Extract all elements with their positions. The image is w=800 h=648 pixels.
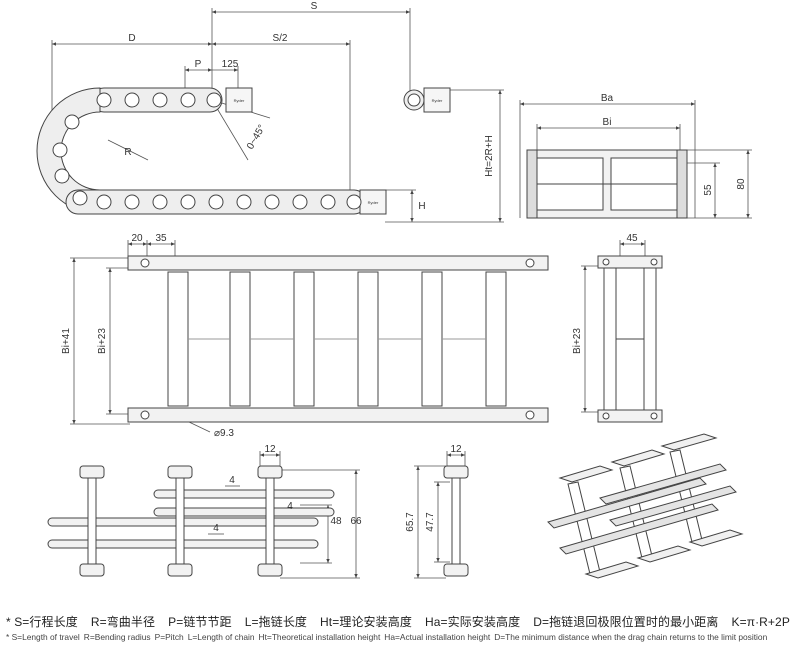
dim-angle: 0~45°: [245, 123, 268, 151]
legend-cn-item: * S=行程长度: [6, 615, 78, 629]
dim-45: 45: [626, 233, 638, 244]
top-view-frame: [127, 255, 549, 423]
dim-s-half: S/2: [272, 33, 287, 44]
legend-cn-item: R=弯曲半径: [90, 615, 156, 629]
dim-4b: 4: [287, 501, 293, 512]
dim-80: 80: [736, 178, 747, 190]
dim-66: 66: [350, 516, 362, 527]
dim-35: 35: [155, 233, 167, 244]
bracket-label-moving: Ryder: [368, 200, 379, 205]
legend-en-item: R=Bending radius: [83, 632, 151, 642]
dim-12-link: 12: [450, 444, 462, 455]
dim-h: H: [418, 201, 425, 212]
dim-bi23: Bi+23: [97, 328, 108, 354]
dim-hole: ⌀9.3: [214, 428, 234, 439]
dim-20: 20: [131, 233, 143, 244]
bracket-label-end: Ryder: [432, 98, 443, 103]
legend-en-item: D=The minimum distance when the drag cha…: [494, 632, 768, 642]
legend-cn-item: P=链节节距: [168, 615, 232, 629]
legend-cn-item: Ht=理论安装高度: [320, 615, 412, 629]
legend-en-item: L=Length of chain: [187, 632, 255, 642]
link-view: [414, 451, 466, 579]
isometric-view: [547, 433, 744, 579]
top-view: [70, 240, 211, 433]
cross-section-view: [519, 100, 752, 219]
legend-cn-item: L=拖链长度: [244, 615, 308, 629]
legend-chinese: * S=行程长度 R=弯曲半径 P=链节节距 L=拖链长度 Ht=理论安装高度 Ha=实际…: [6, 613, 796, 630]
dim-65-7: 65.7: [405, 512, 416, 532]
dim-12-rail: 12: [264, 444, 276, 455]
legend-en-item: Ha=Actual installation height: [384, 632, 491, 642]
legend-en-item: Ht=Theoretical installation height: [258, 632, 381, 642]
end-view-labels: 45 Bi+23: [572, 233, 638, 354]
cross-section-shape: [526, 149, 688, 219]
dim-47-7: 47.7: [425, 512, 436, 532]
dim-bi23-end: Bi+23: [572, 328, 583, 354]
dim-bi: Bi: [603, 117, 612, 128]
end-view-frame: [597, 255, 663, 423]
rail-shape: [47, 465, 335, 577]
top-view-labels: 20 35 Bi+41 Bi+23 ⌀9.3: [61, 233, 234, 439]
dim-s: S: [311, 1, 318, 12]
dim-p: P: [195, 59, 202, 70]
bracket-label-fixed: Ryder: [234, 98, 245, 103]
dim-bi41: Bi+41: [61, 328, 72, 354]
dim-d: D: [128, 33, 135, 44]
dim-55: 55: [703, 184, 714, 196]
rail-view-labels: 12 4 4 4 48 66: [213, 444, 362, 534]
legend: * S=行程长度 R=弯曲半径 P=链节节距 L=拖链长度 Ht=理论安装高度 Ha=实际…: [6, 613, 796, 642]
chain-links: [52, 92, 421, 210]
legend-cn-item: D=拖链退回极限位置时的最小距离: [533, 615, 719, 629]
legend-en-item: * S=Length of travel: [6, 632, 80, 642]
dim-4c: 4: [213, 523, 219, 534]
legend-en-item: P=Pitch: [154, 632, 184, 642]
dim-ba: Ba: [601, 93, 614, 104]
legend-cn-item: Ha=实际安装高度: [424, 615, 521, 629]
dim-ht: Ht=2R+H: [484, 135, 495, 177]
end-view: [581, 240, 646, 413]
technical-drawing: S D S/2 P 125 R 0~45° Ht=2R+H H Ryder Ry…: [36, 1, 752, 579]
dim-48: 48: [330, 516, 342, 527]
link-shape: [443, 465, 469, 577]
link-view-labels: 12 65.7 47.7: [405, 444, 462, 532]
cross-section-labels: Ba Bi 55 80: [601, 93, 747, 196]
legend-cn-item: K=π·R+2P: [731, 615, 790, 629]
dim-r: R: [124, 147, 131, 158]
dim-4a: 4: [229, 475, 235, 486]
dim-pitch: 125: [222, 59, 239, 70]
